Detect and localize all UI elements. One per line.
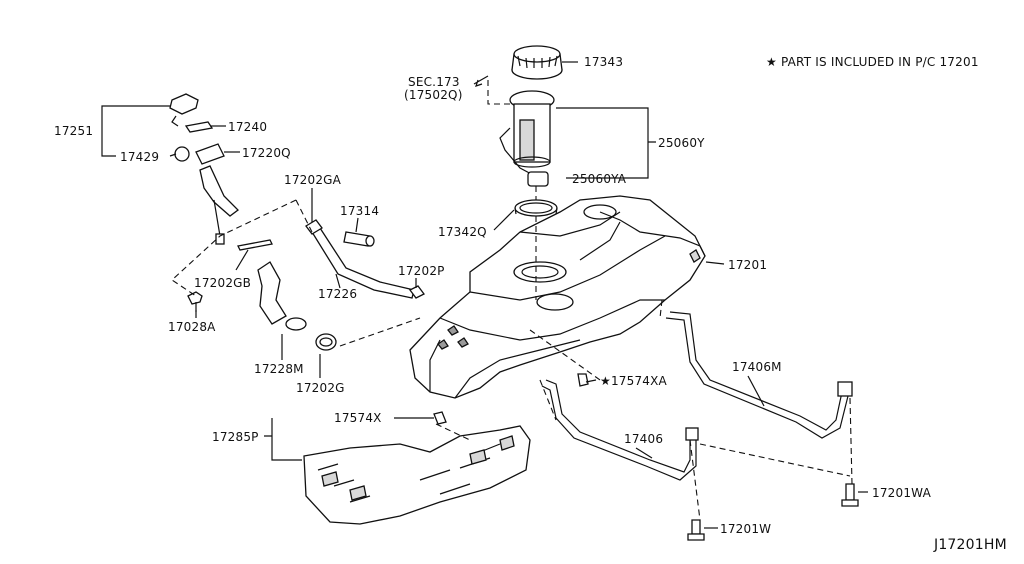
label-17201: 17201 bbox=[728, 258, 767, 272]
label-17343: 17343 bbox=[584, 55, 623, 69]
bracket-17574XA bbox=[577, 373, 589, 387]
label-17406M: 17406M bbox=[732, 360, 782, 374]
included-parts-note: ★ PART IS INCLUDED IN P/C 17201 bbox=[766, 55, 979, 69]
label-17220Q: 17220Q bbox=[242, 146, 291, 160]
leader-lines bbox=[101, 61, 868, 529]
label-17314: 17314 bbox=[340, 204, 379, 218]
label-17251: 17251 bbox=[54, 124, 93, 138]
vent-hose-17226 bbox=[305, 219, 425, 299]
reference-lines bbox=[171, 80, 853, 521]
bolt-17028A bbox=[187, 291, 203, 312]
label-25060Y: 25060Y bbox=[658, 136, 705, 150]
label-17201W: 17201W bbox=[720, 522, 771, 536]
label-17202GA: 17202GA bbox=[284, 173, 342, 187]
label-17228M: 17228M bbox=[254, 362, 304, 376]
label-17202G: 17202G bbox=[296, 381, 345, 395]
tube-17314 bbox=[343, 231, 375, 247]
filler-tube-17220Q bbox=[195, 143, 239, 245]
label-17028A: 17028A bbox=[168, 320, 216, 334]
fuel-tank-17201 bbox=[409, 195, 706, 399]
section-ref-line1: SEC.173 bbox=[408, 75, 460, 89]
label-25060YA: 25060YA bbox=[572, 172, 627, 186]
label-17202P: 17202P bbox=[398, 264, 445, 278]
label-17201WA: 17201WA bbox=[872, 486, 932, 500]
label-17342Q: 17342Q bbox=[438, 225, 487, 239]
part-labels: 17343 SEC.173 (17502Q) 25060Y 25060YA 17… bbox=[54, 55, 932, 536]
bracket-17574X bbox=[433, 411, 447, 425]
fuel-pump-assembly bbox=[499, 45, 563, 217]
bolt-17201W bbox=[687, 519, 705, 541]
label-17406: 17406 bbox=[624, 432, 663, 446]
mounting-band-17406M bbox=[665, 311, 853, 439]
bolt-17201WA bbox=[841, 483, 859, 507]
hose-clip-17202GB bbox=[237, 239, 273, 251]
label-17574X: 17574X bbox=[334, 411, 382, 425]
filler-gasket-17240 bbox=[184, 121, 214, 133]
label-17202GB: 17202GB bbox=[194, 276, 251, 290]
label-17429: 17429 bbox=[120, 150, 159, 164]
heat-shield-17285P bbox=[303, 425, 531, 525]
label-17240: 17240 bbox=[228, 120, 267, 134]
filler-hose-17228M bbox=[257, 261, 307, 331]
mounting-band-17406 bbox=[541, 379, 699, 481]
section-ref-line2: (17502Q) bbox=[404, 88, 463, 102]
label-17226: 17226 bbox=[318, 287, 357, 301]
hose-clamp-17202G bbox=[315, 333, 337, 351]
diagram-code: J17201HM bbox=[933, 537, 1007, 553]
label-17574XA: ★17574XA bbox=[600, 374, 668, 388]
label-17285P: 17285P bbox=[212, 430, 259, 444]
